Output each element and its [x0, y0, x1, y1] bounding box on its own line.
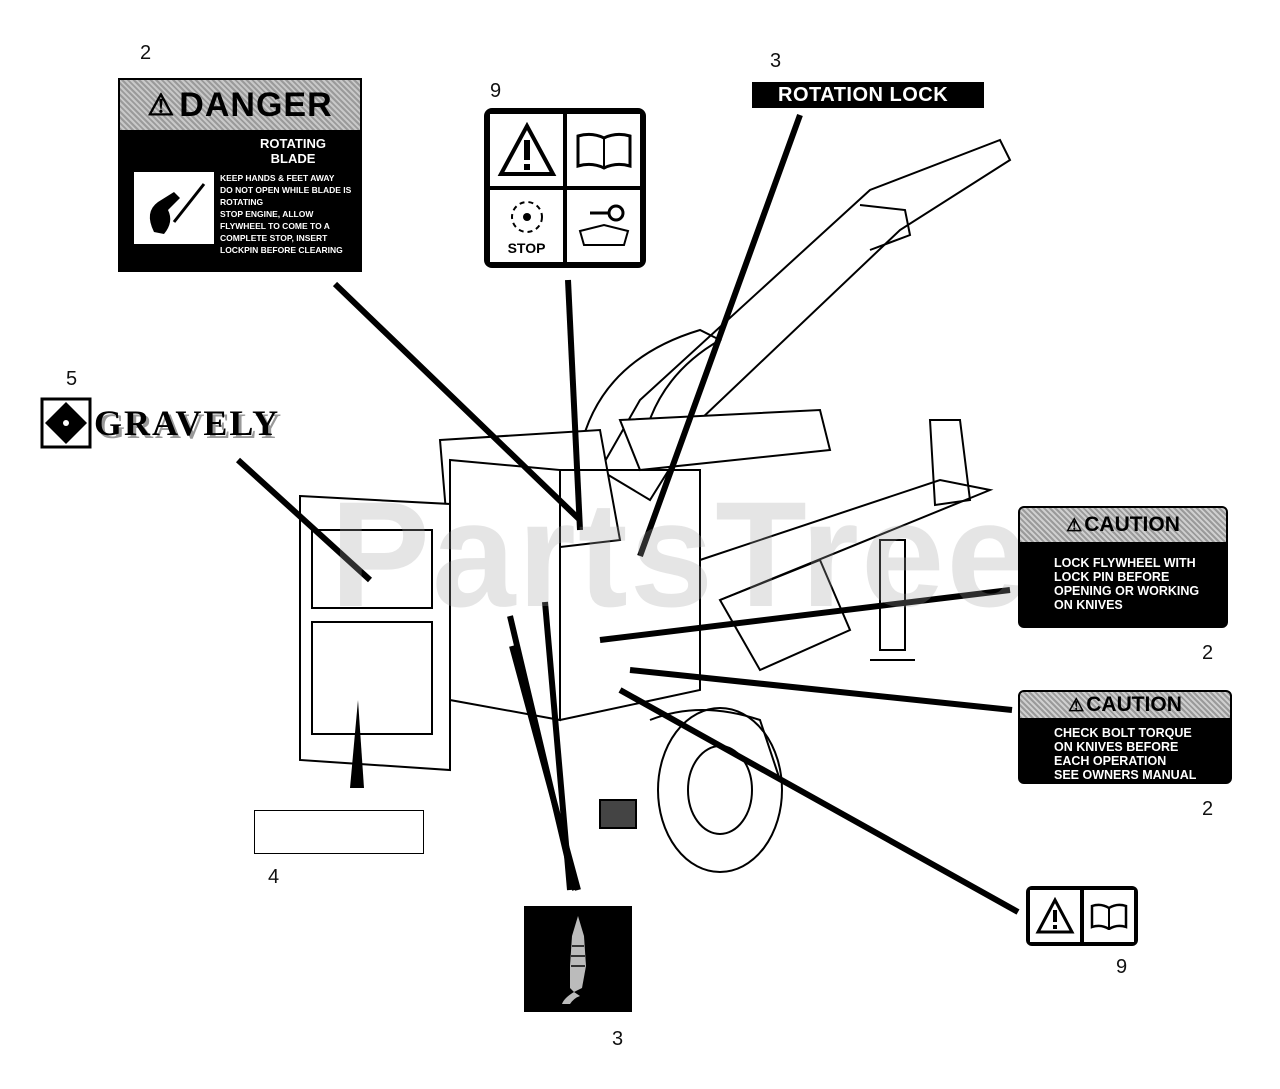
caution-line: CHECK BOLT TORQUE [1054, 726, 1192, 740]
warning-triangle-icon: ⚠ [1066, 514, 1083, 535]
warning-triangle-icon [1030, 890, 1080, 942]
danger-bullet: DO NOT OPEN WHILE BLADE IS ROTATING [220, 185, 352, 207]
stop-label: STOP [507, 240, 546, 256]
danger-bullet: STOP ENGINE, ALLOW FLYWHEEL TO COME TO A… [220, 209, 343, 255]
callout-rotation-lock: 3 [770, 50, 782, 72]
callout-iso-small: 9 [1116, 956, 1128, 978]
caution-header: ⚠ CAUTION [1020, 692, 1230, 718]
callout-lockpin: 3 [612, 1028, 624, 1050]
iso-small-decal [1026, 886, 1138, 946]
caution-line: LOCK FLYWHEEL WITH [1054, 556, 1196, 570]
caution-line: ON KNIVES [1054, 598, 1123, 612]
caution-bolt-torque-decal: ⚠ CAUTION CHECK BOLT TORQUE ON KNIVES BE… [1018, 690, 1232, 784]
warning-triangle-icon: ⚠ [1068, 694, 1085, 715]
manual-book-icon [567, 114, 640, 186]
callout-gravely: 5 [66, 368, 78, 390]
lockpin-icon [562, 916, 586, 1004]
lockpin-decal [524, 906, 632, 1012]
gravely-logo-decal: GRAVELY [40, 397, 362, 449]
caution-line: LOCK PIN BEFORE [1054, 570, 1170, 584]
danger-title-line-1: ROTATING [260, 136, 326, 151]
rotating-blade-stop-icon: STOP [490, 190, 563, 262]
danger-header-text: DANGER [179, 85, 333, 124]
danger-decal: ⚠ DANGER ROTATING BLADE KEEP HANDS & FEE… [118, 78, 362, 272]
manual-book-icon [1084, 890, 1134, 942]
blank-label-decal [254, 810, 424, 854]
watermark: PartsTree [330, 470, 1032, 638]
iso-safety-decal: STOP [484, 108, 646, 268]
warning-triangle-icon: ⚠ [147, 88, 176, 122]
rotation-lock-decal: ROTATION LOCK [752, 82, 984, 108]
caution-line: OPENING OR WORKING [1054, 584, 1200, 598]
caution-line: EACH OPERATION [1054, 754, 1167, 768]
caution-body: LOCK FLYWHEEL WITH LOCK PIN BEFORE OPENI… [1054, 556, 1199, 612]
danger-bullet: KEEP HANDS & FEET AWAY [220, 173, 335, 183]
caution-lock-flywheel-decal: ⚠ CAUTION LOCK FLYWHEEL WITH LOCK PIN BE… [1018, 506, 1228, 628]
callout-caution-2: 2 [1202, 798, 1214, 820]
caution-line: ON KNIVES BEFORE [1054, 740, 1179, 754]
key-manual-icon [567, 190, 640, 262]
callout-blank-label: 4 [268, 866, 280, 888]
callout-iso-top: 9 [490, 80, 502, 102]
hand-blade-icon [134, 172, 214, 244]
caution-header-text: CAUTION [1086, 693, 1182, 716]
caution-header-text: CAUTION [1084, 513, 1180, 536]
callout-caution-1: 2 [1202, 642, 1214, 664]
caution-header: ⚠ CAUTION [1020, 508, 1226, 542]
caution-body: CHECK BOLT TORQUE ON KNIVES BEFORE EACH … [1054, 726, 1196, 782]
danger-title-line-2: BLADE [270, 151, 316, 166]
danger-header: ⚠ DANGER [120, 80, 360, 130]
danger-bullets: KEEP HANDS & FEET AWAY DO NOT OPEN WHILE… [220, 172, 360, 256]
caution-line: SEE OWNERS MANUAL [1054, 768, 1197, 782]
callout-danger: 2 [140, 42, 152, 64]
danger-title: ROTATING BLADE [228, 136, 358, 166]
rotation-lock-text: ROTATION LOCK [778, 83, 949, 106]
warning-triangle-icon [490, 114, 563, 186]
gravely-wordmark: GRAVELY [94, 403, 281, 443]
gravely-diamond-icon [40, 397, 92, 449]
